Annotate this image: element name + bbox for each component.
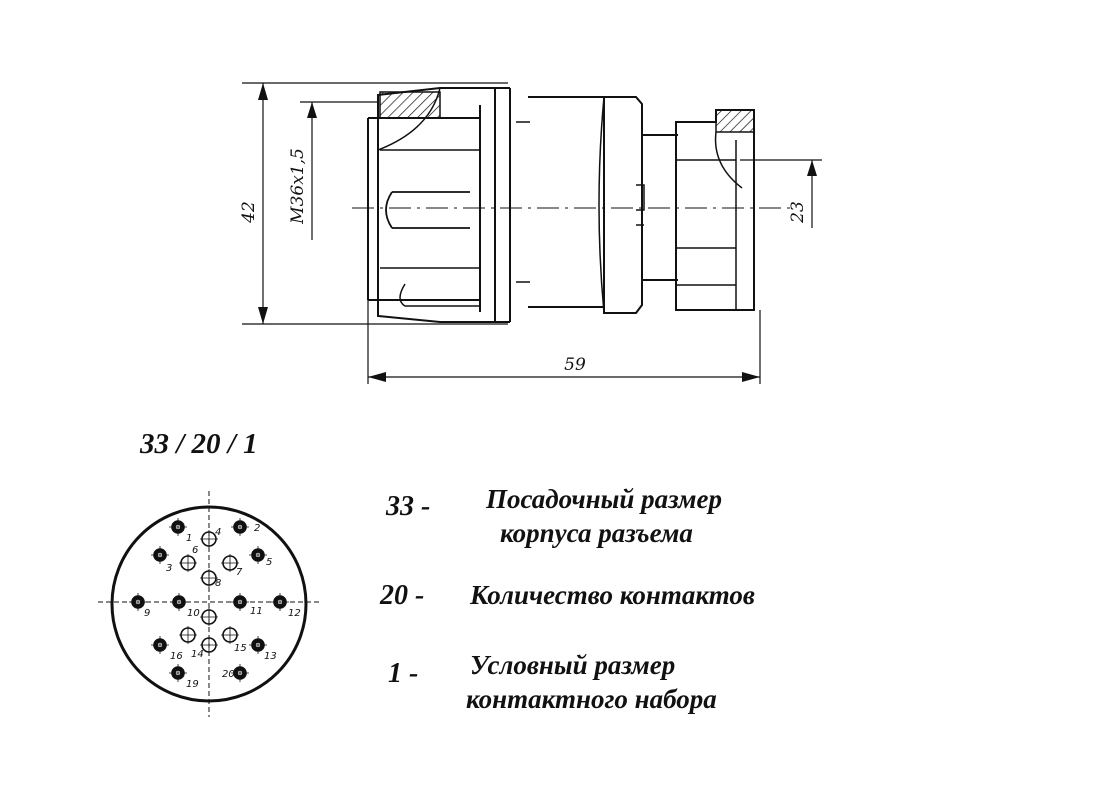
contact-pin-15-crosshair: [221, 626, 239, 644]
legend-text-3-line1: Условный размер: [470, 650, 676, 680]
contact-pin-label-10: 10: [187, 608, 200, 619]
legend-text-3: Условный размер контактного набора: [466, 648, 717, 716]
contact-pin-19-crosshair: [169, 664, 187, 682]
contact-pin-label-4: 4: [215, 527, 221, 538]
contact-pin-4-crosshair: [200, 530, 218, 548]
legend-text-2: Количество контактов: [470, 578, 755, 612]
contact-pin-label-3: 3: [166, 563, 172, 574]
contact-pin-label-12: 12: [288, 608, 301, 619]
contact-pin-6-crosshair: [179, 554, 197, 572]
contact-pin-13-crosshair: [249, 636, 267, 654]
contact-pin-16-crosshair: [151, 636, 169, 654]
contact-pin-10-crosshair: [170, 593, 188, 611]
dim-label-42: 42: [239, 201, 259, 224]
contact-pin-label-14: 14: [191, 649, 204, 660]
contact-pin-3-crosshair: [151, 546, 169, 564]
dim-label-23: 23: [788, 201, 808, 224]
contact-pin-7-crosshair: [221, 554, 239, 572]
legend-text-1-line1: Посадочный размер: [486, 484, 722, 514]
contact-pin-12-crosshair: [271, 593, 289, 611]
contact-pin-label-13: 13: [264, 651, 277, 662]
contact-pin-1-crosshair: [169, 518, 187, 536]
legend-number-2: 20 -: [380, 580, 425, 611]
contact-pin-9-crosshair: [129, 593, 147, 611]
contact-pin-unlabeled-2-crosshair: [200, 608, 218, 626]
contact-pin-label-11: 11: [250, 606, 263, 617]
legend-number-3: 1 -: [388, 658, 419, 689]
dim-label-59: 59: [564, 355, 586, 375]
contact-pin-5-crosshair: [249, 546, 267, 564]
contact-pin-label-20: 20: [222, 669, 235, 680]
contact-pin-label-1: 1: [186, 533, 192, 544]
contact-pin-label-6: 6: [192, 545, 198, 556]
contact-pin-label-9: 9: [144, 608, 150, 619]
designation-code: 33 / 20 / 1: [140, 428, 258, 460]
dim-label-thread: M36x1,5: [288, 148, 308, 225]
contact-pin-unlabeled-1-crosshair: [179, 626, 197, 644]
connector-side-view: 42 M36x1,5 23 59: [239, 82, 822, 384]
contact-pin-label-16: 16: [170, 651, 183, 662]
contact-pin-label-5: 5: [266, 557, 272, 568]
contact-pin-label-7: 7: [236, 567, 243, 578]
contact-pin-2-crosshair: [231, 518, 249, 536]
legend-text-3-line2: контактного набора: [466, 684, 717, 714]
contact-pin-label-15: 15: [234, 643, 247, 654]
contact-pin-20-crosshair: [231, 664, 249, 682]
contact-pin-8-crosshair: [200, 569, 218, 587]
contact-pin-label-19: 19: [186, 679, 199, 690]
contact-pin-11-crosshair: [231, 593, 249, 611]
legend-text-2-line1: Количество контактов: [470, 580, 755, 610]
legend-text-1-line2: корпуса разъема: [500, 518, 693, 548]
legend-text-1: Посадочный размер корпуса разъема: [486, 482, 722, 550]
contact-pin-label-2: 2: [254, 523, 260, 534]
legend-number-1: 33 -: [386, 491, 431, 522]
contact-pin-label-8: 8: [215, 578, 221, 589]
contact-pin-14-crosshair: [200, 636, 218, 654]
